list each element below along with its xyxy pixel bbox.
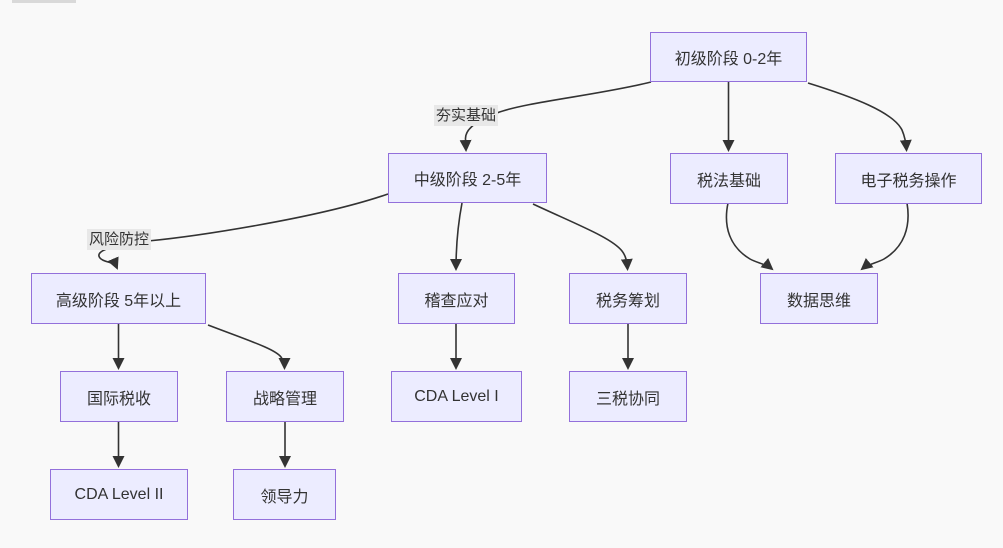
node-tax-law-basics: 税法基础 xyxy=(670,153,788,204)
node-cda-level-1: CDA Level I xyxy=(391,371,522,422)
node-cda-level-2: CDA Level II xyxy=(50,469,188,520)
node-tax-planning: 税务筹划 xyxy=(569,273,687,324)
top-edge-artifact xyxy=(12,0,76,3)
node-audit-response: 稽查应对 xyxy=(398,273,515,324)
edge-mid-planning xyxy=(532,203,633,271)
node-intl-tax: 国际税收 xyxy=(60,371,178,422)
edge-taxlaw-datathinking xyxy=(725,202,774,271)
edge-mid-audit xyxy=(450,202,463,271)
edge-junior-etax xyxy=(807,82,912,152)
node-data-thinking: 数据思维 xyxy=(760,273,878,324)
edge-label-risk-control: 风险防控 xyxy=(87,229,152,250)
edge-senior-strategy xyxy=(207,324,291,370)
node-leadership: 领导力 xyxy=(233,469,336,520)
node-strategy-mgmt: 战略管理 xyxy=(226,371,344,422)
node-three-tax-synergy: 三税协同 xyxy=(569,371,687,422)
node-senior-stage: 高级阶段 5年以上 xyxy=(31,273,206,324)
node-mid-stage: 中级阶段 2-5年 xyxy=(388,153,547,203)
node-e-tax-operation: 电子税务操作 xyxy=(835,153,982,204)
edge-junior-mid xyxy=(459,81,652,152)
edge-etax-datathinking xyxy=(860,202,909,271)
node-junior-stage: 初级阶段 0-2年 xyxy=(650,32,807,82)
edge-label-consolidate-basics: 夯实基础 xyxy=(434,105,499,126)
